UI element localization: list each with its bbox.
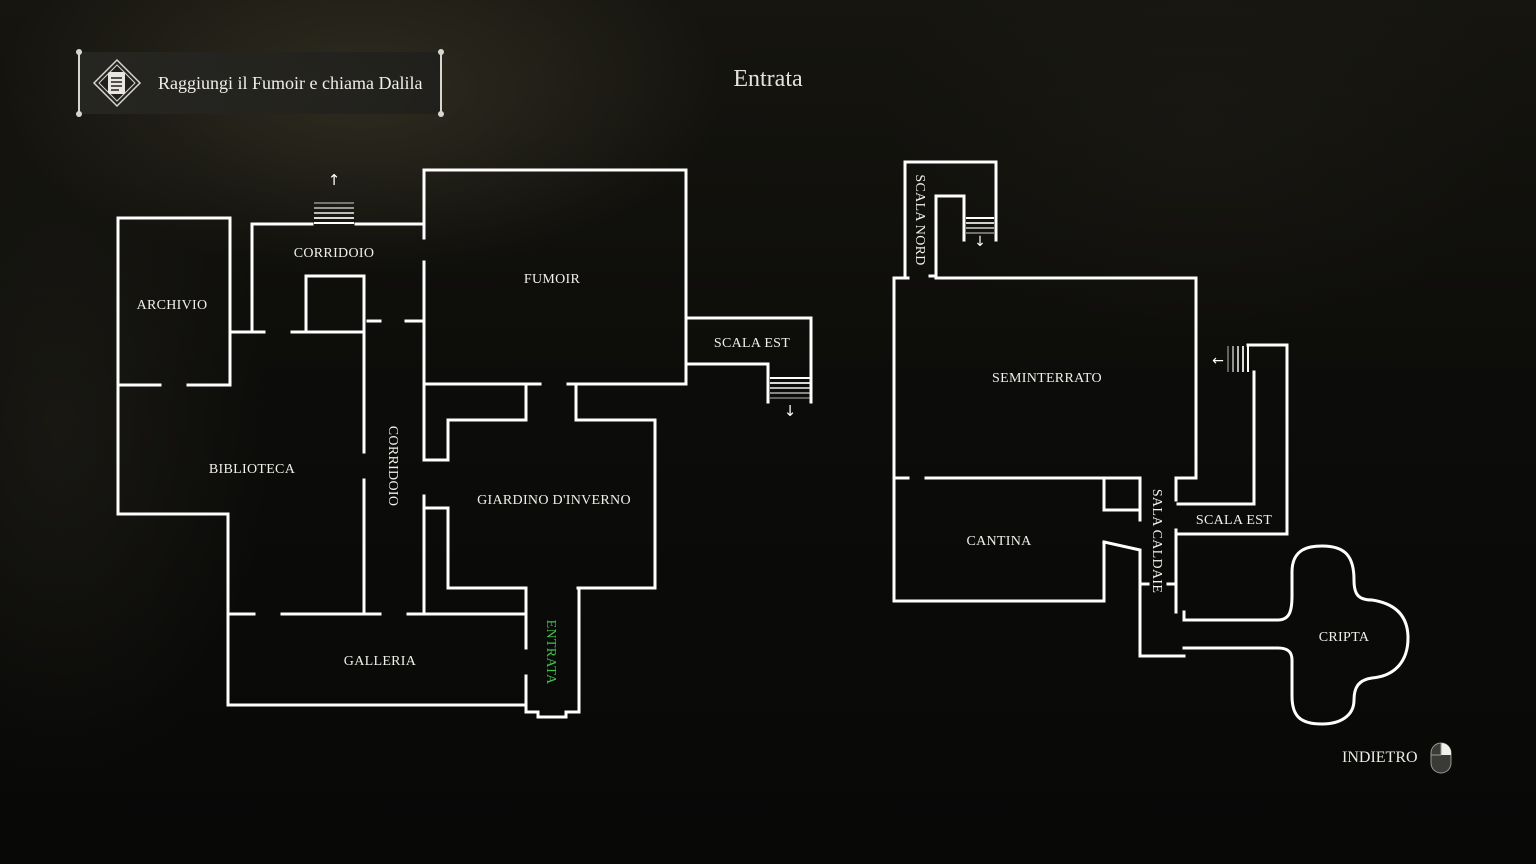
basement-map xyxy=(892,160,1410,726)
back-button[interactable]: INDIETRO xyxy=(1342,742,1452,774)
room-giardino-inverno[interactable] xyxy=(424,384,657,590)
room-corridoio-mid[interactable] xyxy=(362,328,426,614)
room-cripta[interactable] xyxy=(1182,544,1410,726)
arrow-down-icon: ↓ xyxy=(784,402,797,420)
label-corridoio-mid: CORRIDOIO xyxy=(385,426,400,506)
arrow-up-icon: ↑ xyxy=(328,171,341,189)
room-sala-caldaie[interactable] xyxy=(1102,478,1186,658)
stairs-scala-nord-down[interactable] xyxy=(966,217,994,234)
room-scala-nord[interactable] xyxy=(903,160,998,278)
label-corridoio-top: CORRIDOIO xyxy=(294,246,374,261)
room-galleria[interactable] xyxy=(226,612,528,707)
label-archivio: ARCHIVIO xyxy=(137,298,208,313)
label-cantina: CANTINA xyxy=(966,534,1032,549)
room-entrata[interactable] xyxy=(524,586,581,719)
room-corridoio-top[interactable] xyxy=(250,222,426,332)
back-label: INDIETRO xyxy=(1342,749,1418,766)
stairs-scala-est-down[interactable] xyxy=(770,377,810,399)
label-giardino-inverno: GIARDINO D'INVERNO xyxy=(477,493,631,508)
room-scala-est-basement[interactable] xyxy=(1176,343,1289,536)
room-biblioteca[interactable] xyxy=(116,330,366,614)
label-scala-nord: SCALA NORD xyxy=(912,174,927,265)
label-scala-est-basement: SCALA EST xyxy=(1196,513,1272,528)
objective-frame-left xyxy=(76,49,82,117)
room-scala-est-ground[interactable] xyxy=(684,316,813,404)
arrow-left-icon: ← xyxy=(1212,353,1224,369)
mouse-right-click-icon xyxy=(1430,742,1452,774)
label-galleria: GALLERIA xyxy=(344,654,417,669)
label-seminterrato: SEMINTERRATO xyxy=(992,371,1102,386)
objective-frame-right xyxy=(438,49,444,117)
arrow-down-icon: ↓ xyxy=(974,234,986,250)
objective-text: Raggiungi il Fumoir e chiama Dalila xyxy=(158,73,423,93)
notebook-icon xyxy=(92,58,142,108)
stairs-corridoio-up[interactable] xyxy=(314,196,354,224)
label-fumoir: FUMOIR xyxy=(524,272,581,287)
stairs-scala-est-basement[interactable] xyxy=(1227,346,1249,372)
label-scala-est-ground: SCALA EST xyxy=(714,336,790,351)
room-archivio[interactable] xyxy=(116,216,232,387)
ground-floor-map xyxy=(116,168,813,719)
current-area-title: Entrata xyxy=(733,66,803,92)
room-fumoir[interactable] xyxy=(422,168,688,386)
label-cripta: CRIPTA xyxy=(1319,630,1370,645)
label-biblioteca: BIBLIOTECA xyxy=(209,462,296,477)
label-sala-caldaie: SALA CALDAIE xyxy=(1149,489,1164,593)
objective-panel: Raggiungi il Fumoir e chiama Dalila xyxy=(76,49,444,117)
label-entrata-current: ENTRATA xyxy=(543,620,558,685)
room-seminterrato[interactable] xyxy=(892,276,1198,480)
